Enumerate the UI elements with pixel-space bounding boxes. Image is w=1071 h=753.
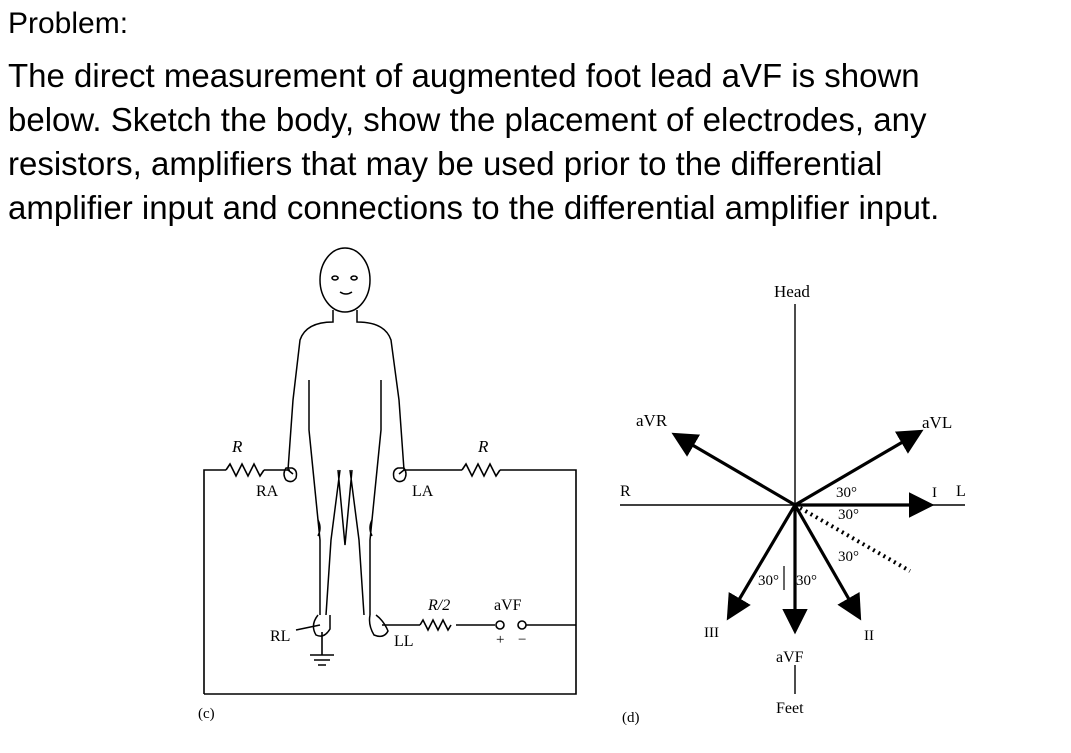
angle-label-1: 30° [836,485,857,501]
terminal-plus-icon [495,620,505,630]
lead-i-label: I [932,485,937,501]
lead-iii-label: III [704,625,719,641]
angle-label-4: 30° [758,573,779,589]
left-marker-label: R [620,483,631,500]
electrode-la-label: LA [412,483,434,500]
problem-line-2: below. Sketch the body, show the placeme… [8,101,927,138]
angle-label-5: 30° [796,573,817,589]
axis-lines [620,304,965,694]
lead-ii-vector [793,504,862,621]
head-icon [319,247,371,313]
lead-vectors [671,429,935,635]
problem-line-1: The direct measurement of augmented foot… [8,57,920,94]
output-avf-label: aVF [494,597,522,614]
figure-d: Head Feet aVR aVL aVF II III I R L 30° 3… [620,282,966,726]
electrode-ra-label: RA [256,483,279,500]
resistor-right-label: R [477,437,489,456]
resistor-left-label: R [231,437,243,456]
figure-c-caption: (c) [198,706,215,722]
resistor-left-icon [225,462,265,478]
right-marker-label: L [956,483,966,500]
lead-ii-label: II [864,628,874,644]
right-hand-icon [283,467,298,483]
axis-feet-label: Feet [776,700,804,717]
problem-body: The direct measurement of augmented foot… [8,54,1068,230]
circuit-wires [203,462,577,695]
angle-label-2: 30° [838,507,859,523]
lead-iii-vector [726,504,797,621]
lead-avr-label: aVR [636,411,668,430]
figure-d-caption: (d) [622,710,640,726]
terminal-minus-icon [517,620,527,630]
electrode-ll-label: LL [394,633,414,650]
torso-outline [287,310,405,616]
mean-axis-dotted [794,503,911,573]
problem-line-3: resistors, amplifiers that may be used p… [8,145,883,182]
angle-label-3: 30° [838,549,859,565]
resistor-half-icon [419,618,452,632]
left-foot-icon [368,614,389,638]
navel-icon [317,519,373,537]
ground-icon [310,654,334,666]
minus-sign: − [518,632,526,648]
right-foot-icon [312,614,331,637]
lead-avf-label: aVF [776,649,804,666]
problem-line-4: amplifier input and connections to the d… [8,189,940,226]
avl-vector [794,429,924,507]
problem-heading: Problem: [8,7,129,40]
lead-avl-label: aVL [922,413,952,432]
body-outline [283,247,407,638]
left-hand-icon [392,467,407,483]
face-icon [331,275,358,295]
avr-vector [671,432,796,507]
axis-head-label: Head [774,282,810,301]
figure-c: R R R/2 RA LA RL LL aVF + − (c) [198,247,577,722]
plus-sign: + [496,632,504,648]
problem-text: Problem: The direct measurement of augme… [8,0,1068,230]
electrode-rl-label: RL [270,628,290,645]
resistor-half-label: R/2 [427,597,450,614]
resistor-right-icon [461,462,501,478]
